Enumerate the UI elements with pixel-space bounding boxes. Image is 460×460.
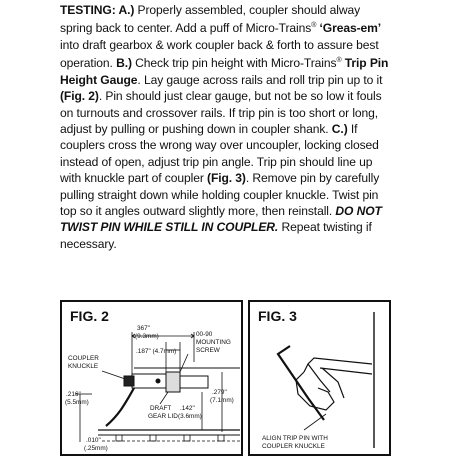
gauge-product: Trip Pin Height Gauge xyxy=(60,56,389,87)
step-c-text-2: . Remove pin by carefully pulling straig… xyxy=(60,171,380,218)
dim-367-label: 367" xyxy=(137,325,150,332)
figure-3-panel: FIG. 3 ALIGN TRIP PIN WITH COUPLER KNUCK… xyxy=(248,300,391,456)
tie xyxy=(149,434,157,442)
registered-mark: ® xyxy=(336,57,342,65)
dim-010-label: .010" xyxy=(86,437,101,444)
dim-279-label: .279" xyxy=(212,389,227,396)
fig2-reference: (Fig. 2) xyxy=(60,89,99,104)
step-b-label: B.) xyxy=(116,56,132,71)
greas-em-product: ‘Greas-em’ xyxy=(319,21,382,36)
fig3-reference: (Fig. 3) xyxy=(207,171,246,186)
figure-2-diagram: 367" (9.3mm) .187" (4.7mm) 00-90 MOUNTIN… xyxy=(65,325,240,452)
coupler-label-1: COUPLER xyxy=(68,355,99,362)
step-c-label: C.) xyxy=(331,121,348,136)
step-c-text-3: Repeat twisting if necessary. xyxy=(60,220,372,251)
screw-leader xyxy=(179,353,189,373)
draft-label-1: DRAFT xyxy=(150,405,171,412)
tie xyxy=(217,434,225,442)
dim-71-label: (7.1mm) xyxy=(210,397,234,404)
registered-mark: ® xyxy=(311,22,317,30)
step-b-text-3: . Pin should just clear gauge, but not b… xyxy=(60,89,382,136)
screw-label-1: 00-90 xyxy=(196,331,213,338)
figure-3-title: FIG. 3 xyxy=(258,308,297,324)
dim-025-label: (.25mm) xyxy=(84,445,108,452)
dim-93-label: (9.3mm) xyxy=(135,333,159,340)
tie xyxy=(183,434,191,442)
dim-36-label: (3.6mm) xyxy=(178,413,202,420)
step-b-text: Check trip pin height with Micro-Trains xyxy=(131,56,337,71)
figure-3-diagram: ALIGN TRIP PIN WITH COUPLER KNUCKLE xyxy=(262,312,375,450)
knuckle xyxy=(123,375,135,387)
trip-pin xyxy=(105,387,135,427)
step-a-text-2: into draft gearbox & work coupler back &… xyxy=(60,37,379,71)
dim-216-label: .216" xyxy=(66,391,81,398)
step-b-text-2: . Lay gauge across rails and roll trip p… xyxy=(137,72,383,87)
lid-leader xyxy=(159,391,169,405)
screw-label-2: MOUNTING xyxy=(196,339,231,346)
coupler-knuckle-shape xyxy=(295,371,335,411)
testing-heading: TESTING: A.) xyxy=(60,3,135,17)
trip-pin-fig3 xyxy=(276,345,325,421)
step-a-text: Properly assembled, coupler should alway… xyxy=(60,3,361,36)
warning-text: DO NOT TWIST PIN WHILE STILL IN COUPLER. xyxy=(60,203,382,235)
coupler-label-2: KNUCKLE xyxy=(68,363,98,370)
screw-label-3: SCREW xyxy=(196,347,221,354)
step-c-text: If couplers cross the wrong way over unc… xyxy=(60,121,379,186)
fig3-caption-1: ALIGN TRIP PIN WITH xyxy=(262,435,328,442)
draft-label-2: GEAR LID xyxy=(148,413,178,420)
dim-55-label: (5.5mm) xyxy=(65,399,89,406)
figure-2-panel: FIG. 2 xyxy=(60,300,243,456)
dim-187-label: .187" (4.7mm) xyxy=(136,348,176,355)
coupler-shank xyxy=(303,357,373,373)
dim-142-label: .142" xyxy=(180,405,195,412)
tie xyxy=(115,434,123,442)
mounting-screw xyxy=(165,371,181,393)
testing-instructions: TESTING: A.) Properly assembled, coupler… xyxy=(60,2,390,252)
figure-2-title: FIG. 2 xyxy=(70,308,109,324)
fig3-caption-2: COUPLER KNUCKLE xyxy=(262,443,325,450)
